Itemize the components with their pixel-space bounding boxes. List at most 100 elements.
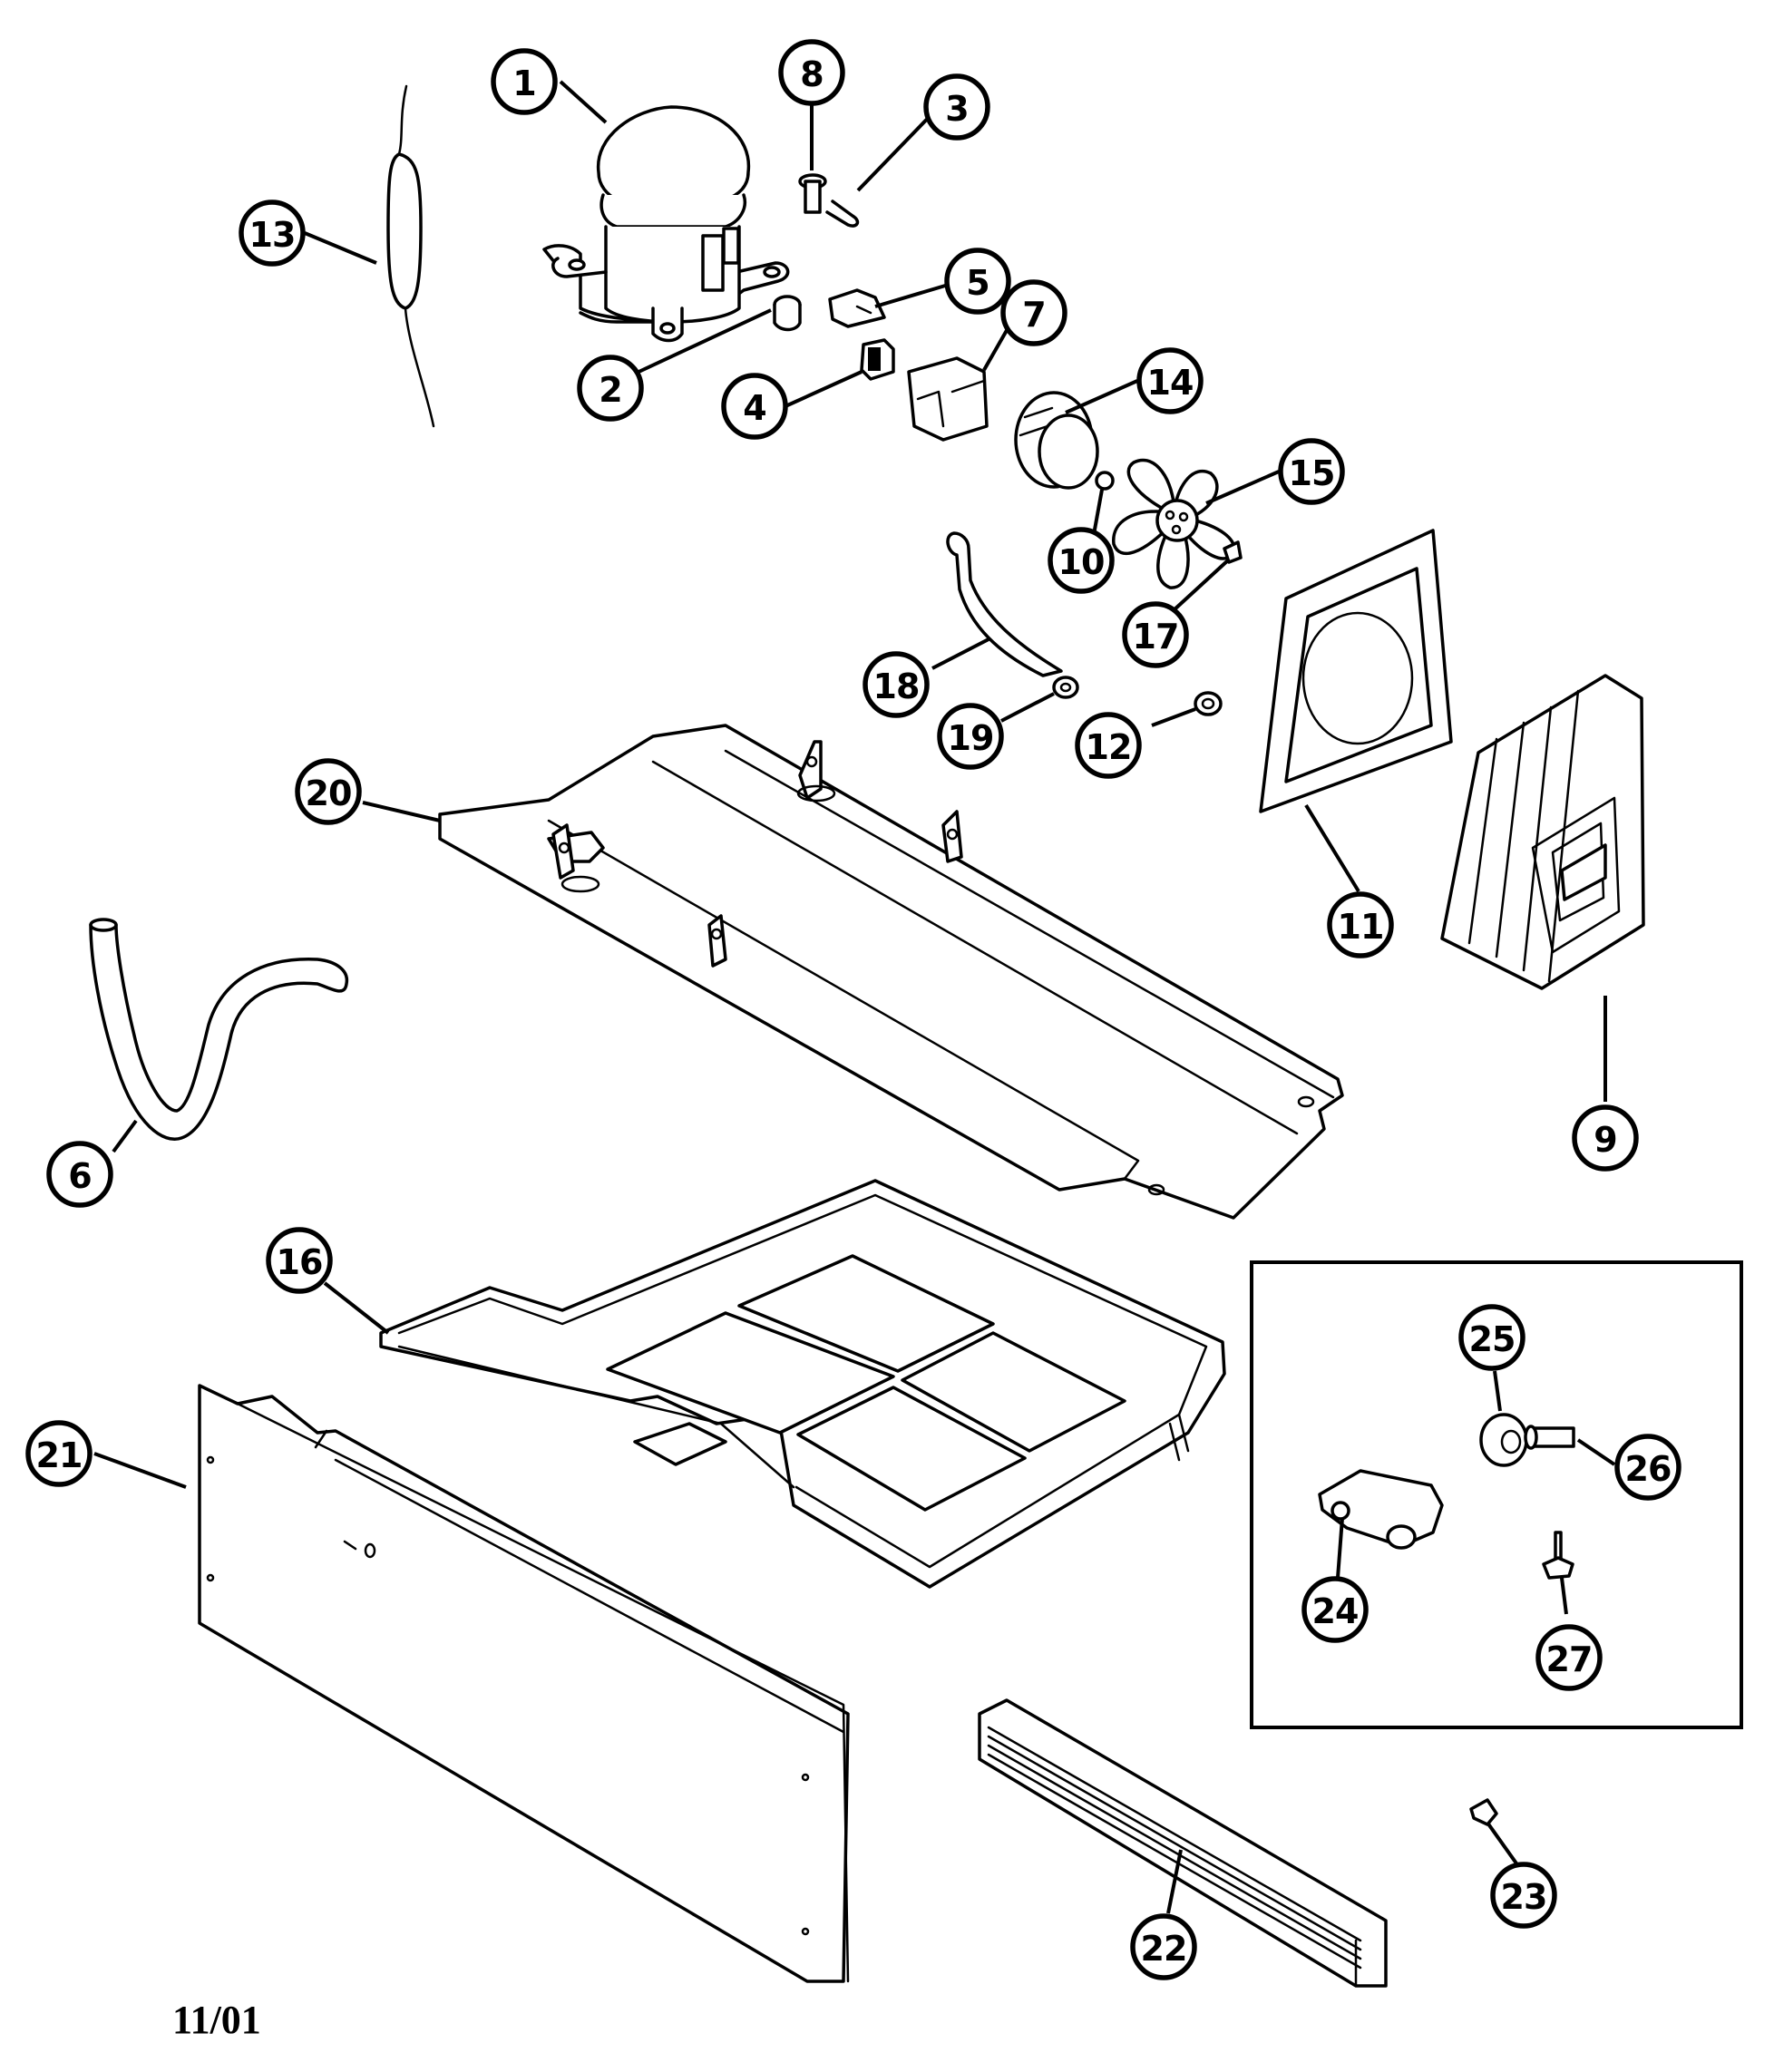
callout-number: 12 [1086, 727, 1132, 767]
callout-2: 2 [577, 355, 644, 422]
callout-19: 19 [937, 703, 1004, 770]
callout-circle [1122, 601, 1189, 668]
callout-number: 4 [743, 388, 765, 428]
callout-circle [46, 1141, 113, 1208]
callout-circle [295, 758, 362, 825]
callout-18: 18 [863, 651, 930, 718]
callout-6: 6 [46, 1141, 113, 1208]
grommet-part-12 [1194, 691, 1223, 716]
base-rail-part [438, 724, 1344, 1220]
fan-shroud-part [1259, 529, 1453, 813]
callout-7: 7 [1000, 279, 1067, 346]
callout-circle [944, 248, 1011, 315]
callout-circle [1048, 527, 1115, 594]
callout-number: 20 [306, 773, 352, 813]
callout-circle [937, 703, 1004, 770]
callout-number: 7 [1022, 295, 1045, 335]
callout-number: 15 [1289, 453, 1335, 493]
condenser-part [1440, 674, 1645, 990]
callout-circle [1535, 1624, 1603, 1691]
callout-number: 3 [945, 89, 968, 129]
filter-drier-part [386, 84, 435, 428]
front-panel-part [198, 1384, 850, 1983]
caster-inset-box [1250, 1260, 1743, 1729]
compressor-part [542, 105, 790, 343]
axle-pin-part [1524, 1425, 1575, 1450]
callout-circle [1614, 1434, 1681, 1501]
callout-26: 26 [1614, 1434, 1681, 1501]
callout-3: 3 [923, 73, 990, 141]
callout-5: 5 [944, 248, 1011, 315]
callout-15: 15 [1278, 438, 1345, 505]
leader-lines [93, 80, 1616, 1914]
callout-21: 21 [25, 1420, 93, 1487]
callout-27: 27 [1535, 1624, 1603, 1691]
callout-number: 14 [1147, 363, 1194, 403]
callout-4: 4 [721, 373, 788, 440]
callout-24: 24 [1301, 1576, 1369, 1643]
callout-number: 10 [1058, 542, 1105, 582]
callout-circle [923, 73, 990, 141]
callout-number: 2 [599, 370, 621, 410]
date-code: 11/01 [172, 1998, 261, 2042]
callout-number: 9 [1594, 1120, 1616, 1160]
callout-circle [1075, 712, 1142, 779]
callout-number: 22 [1141, 1929, 1187, 1969]
retainer-clip-part [1469, 1798, 1498, 1826]
grommet-part [773, 295, 802, 332]
callout-14: 14 [1136, 347, 1204, 414]
nut-part [1095, 471, 1115, 491]
callout-number: 26 [1625, 1449, 1672, 1489]
callout-22: 22 [1130, 1913, 1197, 1980]
fan-blade-part [1112, 458, 1236, 589]
callout-circle [491, 48, 558, 115]
callout-12: 12 [1075, 712, 1142, 779]
toe-grille-part [978, 1698, 1388, 1988]
callout-23: 23 [1490, 1862, 1557, 1929]
callout-number: 17 [1133, 617, 1179, 657]
callout-circle [1278, 438, 1345, 505]
callout-number: 13 [249, 215, 296, 255]
callout-circle [778, 39, 845, 106]
callout-number: 8 [800, 54, 823, 94]
overload-part [907, 356, 989, 442]
callout-number: 11 [1338, 907, 1384, 947]
callout-16: 16 [266, 1227, 333, 1294]
callout-20: 20 [295, 758, 362, 825]
callout-circle [266, 1227, 333, 1294]
roller-bracket-part [1318, 1469, 1444, 1550]
callout-8: 8 [778, 39, 845, 106]
callout-circle [1572, 1104, 1639, 1172]
callout-number: 21 [36, 1435, 83, 1475]
wheel-part [1479, 1413, 1528, 1467]
relay-part [860, 338, 895, 381]
callout-number: 6 [68, 1156, 91, 1196]
callout-9: 9 [1572, 1104, 1639, 1172]
grommet-small-part [1052, 676, 1079, 699]
callout-13: 13 [239, 199, 306, 267]
relay-cover-part [828, 288, 886, 328]
callout-circle [1490, 1862, 1557, 1929]
callout-number: 19 [948, 718, 994, 758]
callouts-layer: 1234567891011121314151617181920212223242… [25, 39, 1681, 1980]
callout-number: 1 [512, 63, 535, 103]
bolt-part [798, 173, 827, 214]
callout-circle [1000, 279, 1067, 346]
callout-circle [1327, 891, 1394, 958]
clip-part [825, 199, 860, 228]
callout-circle [863, 651, 930, 718]
fan-clip-part [1223, 540, 1243, 564]
callout-circle [1130, 1913, 1197, 1980]
callout-number: 16 [277, 1242, 323, 1282]
drain-hose-part [89, 918, 349, 1141]
callout-10: 10 [1048, 527, 1115, 594]
callout-circle [25, 1420, 93, 1487]
callout-circle [239, 199, 306, 267]
callout-circle [577, 355, 644, 422]
leveling-leg-part [1542, 1531, 1574, 1580]
callout-11: 11 [1327, 891, 1394, 958]
mounting-bracket-part [946, 531, 1063, 677]
callout-25: 25 [1458, 1304, 1525, 1371]
